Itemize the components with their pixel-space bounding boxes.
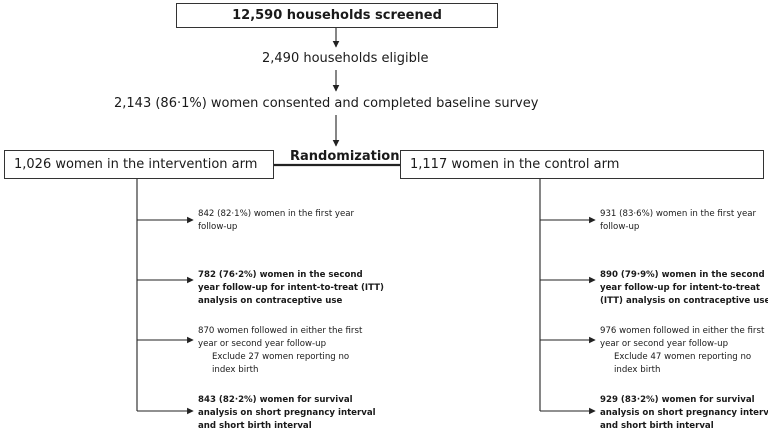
intervention-arm-box: 1,026 women in the intervention arm <box>4 150 274 179</box>
control-followed: 976 women followed in either the first y… <box>600 325 764 351</box>
intervention-exclude: Exclude 27 women reporting no index birt… <box>212 351 349 377</box>
control-followed-line: 976 women followed in either the first <box>600 326 765 336</box>
control-first-year: 931 (83·6%) women in the first year foll… <box>600 208 756 234</box>
control-followed-line: year or second year follow-up <box>600 339 729 349</box>
intervention-second-year: 782 (76·2%) women in the second year fol… <box>198 269 384 308</box>
control-arm-title: 1,117 women in the control arm <box>410 157 620 172</box>
intervention-survival-line: analysis on short pregnancy interval <box>198 408 376 418</box>
control-second-year-line: year follow-up for intent-to-treat <box>600 283 760 293</box>
intervention-exclude-line: index birth <box>212 365 259 375</box>
control-survival-line: analysis on short pregnancy interval <box>600 408 768 418</box>
eligible-text: 2,490 households eligible <box>262 51 429 66</box>
control-survival-line: and short birth interval <box>600 421 714 431</box>
intervention-arm-title: 1,026 women in the intervention arm <box>14 157 258 172</box>
control-survival-line: 929 (83·2%) women for survival <box>600 395 755 405</box>
control-exclude-line: index birth <box>614 365 661 375</box>
screened-box: 12,590 households screened <box>176 3 498 28</box>
control-second-year: 890 (79·9%) women in the second year fol… <box>600 269 768 308</box>
intervention-second-year-line: 782 (76·2%) women in the second <box>198 270 363 280</box>
control-survival: 929 (83·2%) women for survival analysis … <box>600 394 768 433</box>
consented-text: 2,143 (86·1%) women consented and comple… <box>114 96 539 111</box>
intervention-first-year-line: 842 (82·1%) women in the first year <box>198 209 355 219</box>
intervention-first-year: 842 (82·1%) women in the first year foll… <box>198 208 354 234</box>
intervention-second-year-line: year follow-up for intent-to-treat (ITT) <box>198 283 384 293</box>
control-second-year-line: 890 (79·9%) women in the second <box>600 270 765 280</box>
intervention-followed-line: year or second year follow-up <box>198 339 327 349</box>
intervention-survival: 843 (82·2%) women for survival analysis … <box>198 394 376 433</box>
randomization-label: Randomization <box>290 149 400 164</box>
control-first-year-line: follow-up <box>600 222 640 232</box>
screened-text: 12,590 households screened <box>232 8 442 23</box>
control-arm-box: 1,117 women in the control arm <box>400 150 764 179</box>
intervention-second-year-line: analysis on contraceptive use <box>198 296 343 306</box>
control-exclude-line: Exclude 47 women reporting no <box>614 352 752 362</box>
control-first-year-line: 931 (83·6%) women in the first year <box>600 209 757 219</box>
intervention-survival-line: 843 (82·2%) women for survival <box>198 395 353 405</box>
intervention-followed: 870 women followed in either the first y… <box>198 325 362 351</box>
intervention-exclude-line: Exclude 27 women reporting no <box>212 352 350 362</box>
intervention-first-year-line: follow-up <box>198 222 238 232</box>
intervention-survival-line: and short birth interval <box>198 421 312 431</box>
control-exclude: Exclude 47 women reporting no index birt… <box>614 351 751 377</box>
intervention-followed-line: 870 women followed in either the first <box>198 326 363 336</box>
control-second-year-line: (ITT) analysis on contraceptive use <box>600 296 768 306</box>
